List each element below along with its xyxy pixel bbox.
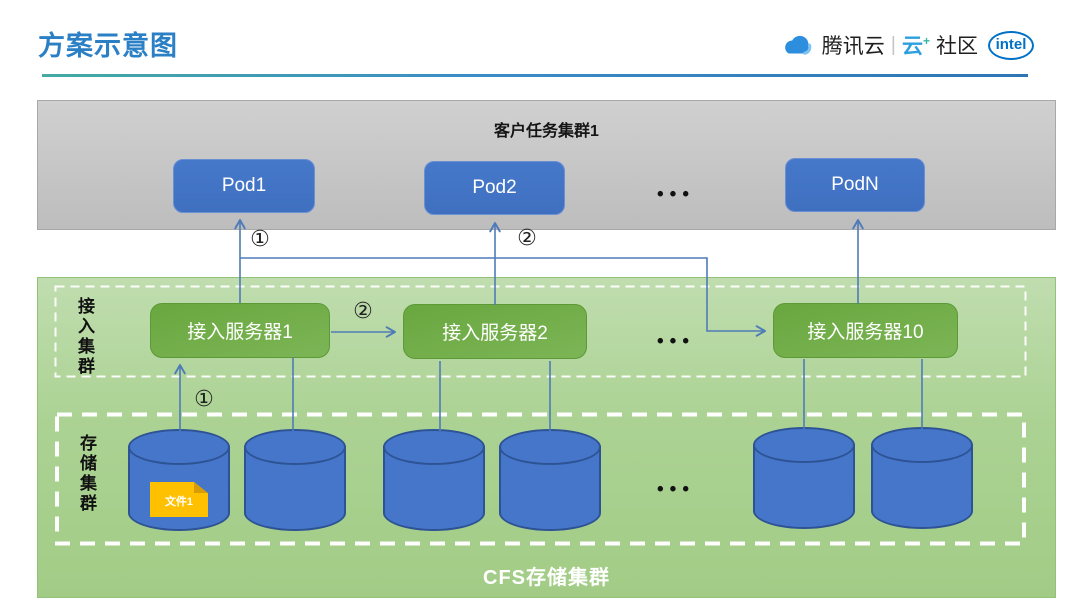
pod-label: Pod2 bbox=[472, 177, 517, 198]
storage-cylinder-5 bbox=[753, 427, 855, 529]
brand-community-text: 社区 bbox=[936, 35, 978, 58]
step-1-annotation-bottom: ① bbox=[194, 386, 214, 411]
brand-area: 腾讯云 | 云+ 社区 intel bbox=[780, 30, 1034, 60]
brand-plus-sign: + bbox=[922, 34, 930, 48]
tencent-cloud-logo-icon bbox=[784, 35, 812, 55]
step-1-annotation-top: ① bbox=[250, 226, 270, 251]
brand-separator: | bbox=[890, 33, 896, 56]
step-2-annotation-top: ② bbox=[517, 225, 537, 250]
file-label: 文件1 bbox=[164, 496, 194, 508]
storage-cylinder-4 bbox=[499, 429, 601, 531]
page-title: 方案示意图 bbox=[38, 31, 178, 61]
step-2-annotation-mid: ② bbox=[353, 298, 373, 323]
storage-cylinder-6 bbox=[871, 427, 973, 529]
pods-ellipsis: ••• bbox=[657, 184, 695, 205]
storage-cylinder-3 bbox=[383, 429, 485, 531]
pod-box-1: Pod1 bbox=[173, 159, 315, 213]
access-ellipsis: ••• bbox=[657, 331, 695, 352]
pod-box-2: Pod2 bbox=[424, 161, 565, 215]
file-icon: 文件1 bbox=[150, 482, 208, 517]
intel-logo: intel bbox=[988, 30, 1034, 60]
brand-cloud-plus-wordmark: 云+ bbox=[902, 30, 930, 60]
access-server-box-1: 接入服务器1 bbox=[150, 303, 330, 358]
access-cluster-label: 接入集群 bbox=[75, 297, 94, 377]
access-server-label: 接入服务器1 bbox=[187, 322, 293, 343]
pod-label: PodN bbox=[831, 174, 879, 195]
access-server-label: 接入服务器2 bbox=[442, 323, 548, 344]
pod-label: Pod1 bbox=[221, 175, 267, 196]
storage-cylinder-1: 文件1 bbox=[128, 429, 230, 531]
storage-ellipsis: ••• bbox=[657, 479, 695, 500]
cfs-cluster-caption: CFS存储集群 bbox=[483, 567, 610, 589]
storage-cluster-label: 存储集群 bbox=[77, 434, 96, 514]
brand-tencent-text: 腾讯云 bbox=[821, 35, 885, 58]
pod-box-n: PodN bbox=[785, 158, 925, 212]
access-server-box-2: 接入服务器2 bbox=[403, 304, 587, 359]
cylinder-top bbox=[128, 429, 230, 465]
storage-cylinder-2 bbox=[244, 429, 346, 531]
access-server-label: 接入服务器10 bbox=[807, 322, 924, 343]
title-underline bbox=[42, 74, 1028, 77]
brand-cloud-char: 云 bbox=[901, 35, 923, 58]
task-cluster-title: 客户任务集群1 bbox=[494, 123, 599, 140]
cloud-swoosh bbox=[803, 43, 812, 55]
access-server-box-10: 接入服务器10 bbox=[773, 303, 958, 358]
cloud-shape bbox=[784, 35, 810, 54]
